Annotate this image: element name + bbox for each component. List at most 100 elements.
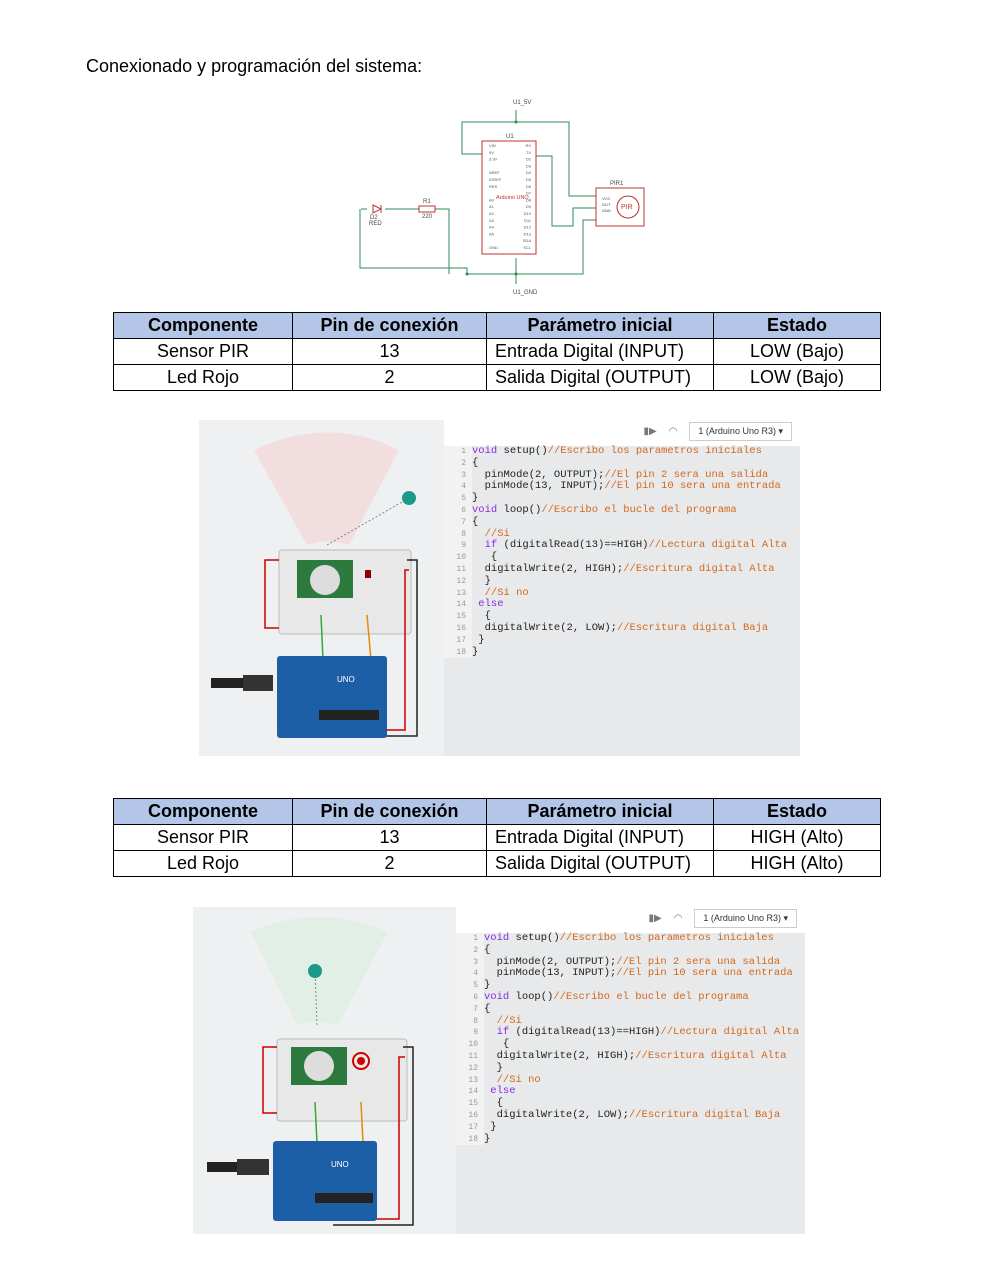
board-select-label: 1 (Arduino Uno R3) (703, 912, 781, 923)
schematic-arduino-name: Arduino UNO (496, 195, 529, 201)
line-number: 13 (456, 1074, 484, 1087)
schematic-pin-label: IOREF (489, 177, 502, 182)
code-line: 11 digitalWrite(2, HIGH);//Escritura dig… (444, 562, 800, 576)
code-token: digitalWrite(2, LOW); (472, 621, 617, 634)
code-token: //Si (484, 1014, 522, 1027)
line-number: 14 (444, 599, 472, 612)
code-line: 15 { (444, 610, 800, 623)
col-estado: Estado (713, 798, 881, 825)
code-token: digitalWrite(2, LOW); (484, 1108, 629, 1121)
code-token: pinMode(2, OUTPUT); (484, 955, 617, 968)
code-token: if (484, 1026, 510, 1039)
cell: Led Rojo (113, 364, 293, 391)
debug-icon[interactable]: ◠ (673, 912, 683, 924)
code-token: } (472, 492, 479, 505)
code-token: { (484, 1002, 491, 1015)
code-token: { (484, 1038, 510, 1051)
schematic-pin-label: D4 (526, 170, 532, 175)
schematic-pin-label: D6 (526, 184, 532, 189)
schematic-pin-label: D7 (526, 191, 532, 196)
cell: LOW (Bajo) (713, 364, 881, 391)
code-token: //Escritura digital Alta (635, 1049, 787, 1062)
schematic-pin-label: A5 (489, 231, 495, 236)
code-token: void (472, 445, 498, 457)
schematic-pir-label: PIR (621, 204, 633, 211)
schematic-resistor-ref: R1 (423, 199, 431, 205)
col-componente: Componente (113, 312, 293, 339)
code-token: //Lectura digital Alta (660, 1026, 800, 1039)
col-pin: Pin de conexión (292, 798, 487, 825)
code-line: 7{ (456, 1002, 805, 1016)
schematic-pin-label: D3 (526, 163, 532, 168)
debug-icon[interactable]: ◠ (668, 425, 678, 437)
code-token: pinMode(2, OUTPUT); (472, 468, 605, 481)
step-icon[interactable]: ▮▶ (648, 912, 662, 924)
schematic-pin-label: SCL (523, 245, 532, 250)
line-number: 7 (456, 1003, 484, 1016)
code-token: { (484, 943, 491, 956)
code-token: { (472, 551, 498, 564)
board-select[interactable]: 1 (Arduino Uno R3) ▾ (694, 908, 797, 928)
circuit-view[interactable]: UNO (193, 907, 456, 1234)
schematic-5v-label: U1_5V (513, 100, 531, 106)
code-line: 18} (444, 646, 800, 659)
cell: 2 (292, 850, 487, 877)
line-number: 2 (444, 457, 472, 470)
schematic-pin-label: 3.3V (489, 157, 498, 162)
step-icon[interactable]: ▮▶ (643, 425, 657, 437)
code-token: (digitalRead(13)==HIGH) (497, 539, 649, 552)
code-line: 16 digitalWrite(2, LOW);//Escritura digi… (456, 1108, 805, 1122)
line-number: 9 (456, 1027, 484, 1040)
line-number: 18 (444, 646, 472, 659)
pin-table-high: Componente Pin de conexión Parámetro ini… (113, 798, 881, 877)
editor-toolbar: ▮▶ ◠ 1 (Arduino Uno R3) ▾ (444, 420, 800, 442)
code-line: 18} (456, 1133, 805, 1146)
code-line: 2{ (456, 943, 805, 957)
board-select[interactable]: 1 (Arduino Uno R3) ▾ (689, 421, 792, 441)
code-token: digitalWrite(2, HIGH); (472, 562, 624, 575)
schematic-pin-label: A0 (489, 197, 495, 202)
code-token: void (472, 503, 498, 516)
code-token: } (472, 574, 491, 587)
code-line: 15 { (456, 1097, 805, 1110)
code-token: } (484, 1061, 503, 1074)
line-number: 11 (456, 1050, 484, 1063)
code-line: 9 if (digitalRead(13)==HIGH)//Lectura di… (456, 1026, 805, 1040)
circuit-view[interactable]: UNO (199, 420, 444, 756)
cell: Salida Digital (OUTPUT) (486, 364, 714, 391)
code-token: pinMode(13, INPUT); (484, 967, 617, 980)
code-token: { (472, 610, 491, 623)
pin-table-low: Componente Pin de conexión Parámetro ini… (113, 312, 881, 391)
code-line: 2{ (444, 457, 800, 470)
code-line: 12 } (456, 1061, 805, 1075)
schematic-pin-label: D5 (526, 177, 532, 182)
code-line: 3 pinMode(2, OUTPUT);//El pin 2 sera una… (456, 955, 805, 969)
code-line: 14 else (444, 599, 800, 612)
schematic-pin-label: A3 (489, 218, 495, 223)
code-line: 11 digitalWrite(2, HIGH);//Escritura dig… (456, 1049, 805, 1063)
line-number: 10 (444, 552, 472, 564)
code-token: //El pin 2 sera una salida (604, 468, 769, 481)
code-line: 5} (456, 979, 805, 992)
schematic-pin-label: VIN (489, 143, 496, 148)
schematic-pin-label: A1 (489, 204, 495, 209)
schematic-pin-label: RX (525, 143, 531, 148)
code-token: //El pin 2 sera una salida (616, 955, 781, 968)
code-token: //Escritura digital Alta (623, 562, 775, 575)
code-line: 16 digitalWrite(2, LOW);//Escritura digi… (444, 621, 800, 635)
code-line: 17 } (456, 1121, 805, 1134)
schematic-pin-label: D12 (524, 225, 532, 230)
code-line: 4 pinMode(13, INPUT);//El pin 10 sera un… (456, 967, 805, 981)
code-token: if (472, 539, 498, 552)
schematic-gnd-label: U1_GND (513, 290, 538, 296)
cell: Entrada Digital (INPUT) (486, 824, 714, 851)
board-select-label: 1 (Arduino Uno R3) (698, 425, 776, 436)
code-line: 10 { (456, 1038, 805, 1051)
code-token: //Si (472, 527, 510, 540)
